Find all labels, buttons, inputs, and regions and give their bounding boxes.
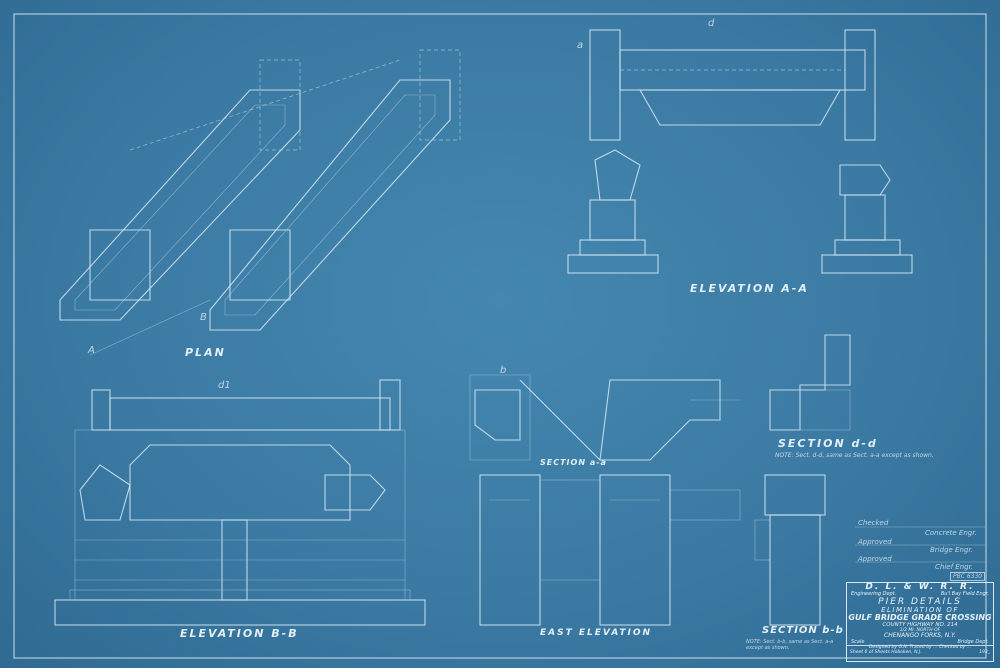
section-mark-A: A [88, 345, 95, 356]
dept-left: Engineering Dept. [851, 591, 897, 598]
plan-label: PLAN [185, 346, 226, 359]
section-aa-view [469, 374, 740, 461]
credits: Designed by G.N. Traced by ... Checked b… [847, 644, 993, 651]
drawing-number: PBC 6330 [950, 572, 986, 581]
bridge-dept: Bridge Dept. [957, 638, 989, 645]
section-mark-B: B [200, 312, 207, 323]
title-block: D. L. & W. R. R. Engineering Dept. Bu'l … [846, 582, 994, 662]
scale: Scale [851, 638, 865, 645]
section-mark-d: d [708, 18, 715, 29]
sheet-border [13, 13, 987, 659]
section-aa-label: SECTION a-a [540, 458, 607, 467]
east-elevation-label: EAST ELEVATION [540, 628, 653, 638]
section-dd-view [769, 334, 851, 431]
east-elevation-view [479, 474, 741, 626]
approved-bridge-label: Approved [858, 538, 892, 546]
section-dd-label: SECTION d-d [778, 437, 878, 450]
elevation-aa-view [567, 29, 913, 274]
section-mark-d1: d1 [218, 380, 231, 391]
elevation-bb-label: ELEVATION B-B [180, 627, 299, 640]
approved-bridge-title: Bridge Engr. [930, 546, 973, 554]
section-dd-note: NOTE: Sect. d-d, same as Sect. a-a excep… [775, 452, 934, 459]
location-1: 1/2 MI. NORTH OF [899, 627, 941, 633]
checked-title: Concrete Engr. [925, 529, 977, 537]
dept-right: Bu'l Bay Field Engr. [940, 591, 989, 598]
section-bb-note: NOTE: Sect. b-b, same as Sect. a-a excep… [746, 639, 834, 651]
approval-lines [855, 526, 985, 563]
highway: COUNTY HIGHWAY NO. 214 [882, 621, 958, 628]
approved-chief-title: Chief Engr. [935, 563, 974, 571]
elevation-bb-view [54, 379, 426, 626]
section-bb-label: SECTION b-b [762, 625, 844, 636]
section-bb-view [754, 474, 826, 626]
section-mark-b: b [500, 365, 507, 376]
plan-view [59, 49, 461, 356]
sheet-number: Sheet 6 of Sheets Hoboken, N.J. [850, 649, 922, 655]
railroad-name: D. L. & W. R. R. [865, 582, 975, 592]
approved-chief-label: Approved [858, 555, 892, 563]
drawing-subtitle: ELIMINATION OF [881, 606, 959, 615]
elevation-aa-label: ELEVATION A-A [690, 282, 809, 295]
section-mark-a: a [577, 40, 584, 51]
checked-label: Checked [858, 519, 889, 527]
year: 193_ [979, 649, 990, 655]
location-2: CHENANGO FORKS, N.Y. [884, 632, 956, 640]
drawing-title: PIER DETAILS [878, 596, 962, 607]
project-name: GULF BRIDGE GRADE CROSSING [848, 613, 992, 623]
